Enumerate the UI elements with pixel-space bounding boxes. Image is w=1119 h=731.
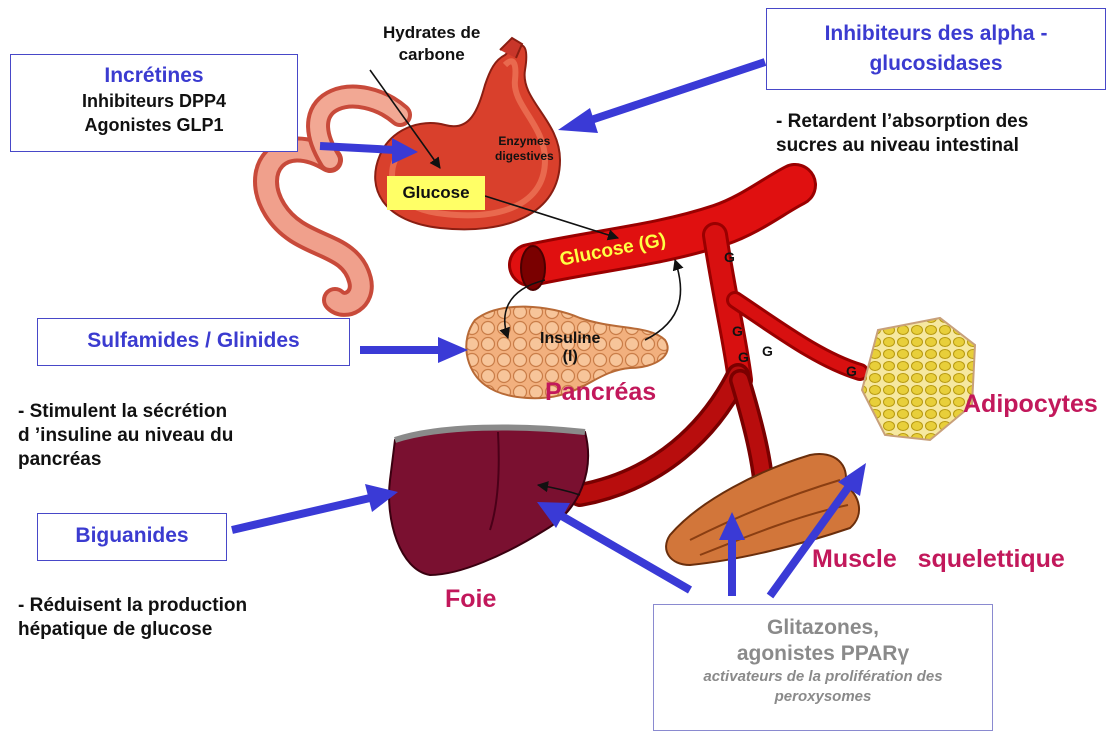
sulfamides-desc-line1: - Stimulent la sécrétion [18, 400, 233, 424]
insuline-line2: (I) [540, 348, 600, 366]
biguanides-desc-line1: - Réduisent la production [18, 594, 247, 618]
muscle-label: Muscle squelettique [812, 545, 1065, 574]
g-marker: G [846, 363, 857, 379]
enzymes-line1: Enzymes [495, 134, 554, 149]
alpha-desc-line1: - Retardent l’absorption des [776, 110, 1028, 134]
insuline-label: Insuline (I) [540, 330, 600, 366]
foie-label: Foie [445, 585, 496, 614]
sulfamides-title: Sulfamides / Glinides [38, 319, 349, 363]
hydrates-line1: Hydrates de [383, 22, 480, 44]
sulfamides-description: - Stimulent la sécrétion d ’insuline au … [18, 400, 233, 472]
glitazones-line1: Glitazones, [654, 615, 992, 641]
adipocytes-illustration [862, 318, 975, 440]
alpha-desc-line2: sucres au niveau intestinal [776, 134, 1028, 158]
glitazones-line2: agonistes PPARγ [654, 641, 992, 667]
alpha-title-line2: glucosidases [767, 49, 1105, 79]
incretines-line2: Agonistes GLP1 [11, 113, 297, 137]
biguanides-box: Biguanides [37, 513, 227, 561]
glucose-box: Glucose [387, 176, 485, 210]
enzymes-label: Enzymes digestives [495, 134, 554, 164]
glitazones-italic2: peroxysomes [654, 687, 992, 707]
insuline-line1: Insuline [540, 330, 600, 348]
incretines-box: Incrétines Inhibiteurs DPP4 Agonistes GL… [10, 54, 298, 152]
alpha-description: - Retardent l’absorption des sucres au n… [776, 110, 1028, 158]
sulfamides-desc-line3: pancréas [18, 448, 233, 472]
enzymes-line2: digestives [495, 149, 554, 164]
hydrates-label: Hydrates de carbone [383, 22, 480, 66]
adipocytes-label: Adipocytes [963, 390, 1098, 419]
pancreas-label: Pancréas [545, 378, 656, 407]
g-marker: G [732, 323, 743, 339]
sulfamides-desc-line2: d ’insuline au niveau du [18, 424, 233, 448]
alpha-glucosidase-box: Inhibiteurs des alpha - glucosidases [766, 8, 1106, 90]
g-marker: G [762, 343, 773, 359]
g-marker: G [724, 249, 735, 265]
sulfamides-box: Sulfamides / Glinides [37, 318, 350, 366]
liver-illustration [389, 427, 588, 575]
biguanides-title: Biguanides [38, 514, 226, 558]
biguanides-desc-line2: hépatique de glucose [18, 618, 247, 642]
incretines-line1: Inhibiteurs DPP4 [11, 89, 297, 113]
alpha-title-line1: Inhibiteurs des alpha - [767, 19, 1105, 49]
glitazones-italic1: activateurs de la prolifération des [654, 667, 992, 687]
incretines-title: Incrétines [11, 63, 297, 89]
g-marker: G [738, 349, 749, 365]
hydrates-line2: carbone [383, 44, 480, 66]
biguanides-description: - Réduisent la production hépatique de g… [18, 594, 247, 642]
glitazones-box: Glitazones, agonistes PPARγ activateurs … [653, 604, 993, 731]
